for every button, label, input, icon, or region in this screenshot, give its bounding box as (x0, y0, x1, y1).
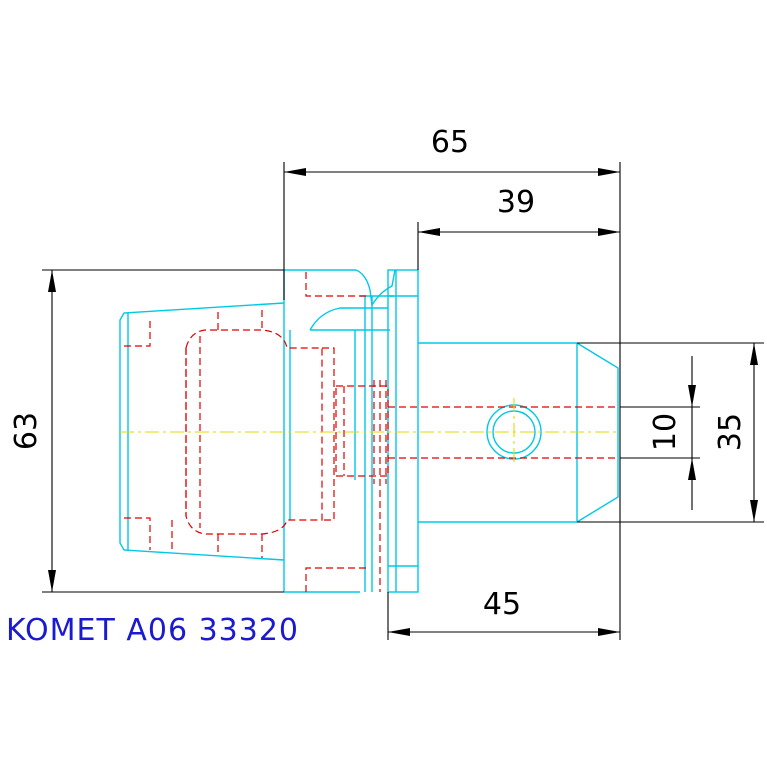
centerlines (120, 398, 620, 466)
dimension-flange-diameter: 63 (9, 412, 44, 450)
part-caption: KOMET A06 33320 (6, 613, 299, 648)
hidden-features (124, 272, 618, 592)
dimension-gauge-length: 45 (483, 587, 521, 622)
dimension-hole-diameter: 10 (648, 413, 683, 451)
part-outline (119, 269, 619, 593)
dimension-shank-diameter: 35 (713, 413, 748, 451)
dimension-overall-length: 65 (431, 125, 469, 160)
dimension-lines (42, 162, 764, 640)
dimension-shank-length: 39 (497, 185, 535, 220)
